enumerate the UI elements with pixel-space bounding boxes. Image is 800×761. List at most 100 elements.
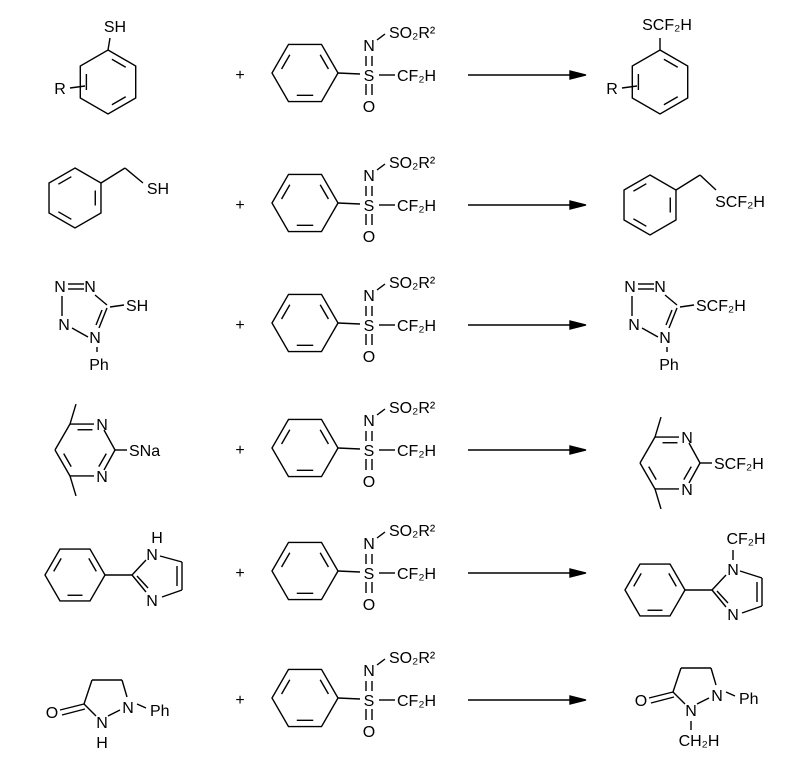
bond [107, 709, 121, 717]
arrow-head [569, 445, 587, 455]
nitrogen-label: N [58, 317, 70, 334]
plus-sign: + [235, 317, 244, 334]
plus-sign-5: + [235, 565, 244, 582]
bond [679, 304, 695, 308]
double-bond [280, 54, 291, 70]
sodium-thiolate-label: SNa [129, 443, 160, 460]
double-bond [663, 58, 679, 68]
bond [83, 679, 93, 705]
sulfur-label: S [364, 318, 375, 335]
double-bond [663, 96, 679, 106]
plus-sign: + [235, 197, 244, 214]
double-bond [280, 679, 291, 695]
bond [688, 462, 701, 484]
arrow-3 [468, 320, 587, 330]
oxygen-label: O [363, 99, 375, 116]
bond [98, 307, 108, 329]
benzene-ring [271, 43, 339, 103]
nitrogen-label: N [54, 279, 66, 296]
sulfonyl-label: SO₂R² [389, 523, 436, 540]
methyl-bond [654, 488, 662, 510]
double-bond [59, 703, 85, 711]
bond [376, 408, 386, 416]
plus-sign-1: + [235, 67, 244, 84]
bond [739, 570, 763, 579]
double-bond [319, 304, 330, 320]
nitrogen-label: N [659, 330, 671, 347]
double-bond [63, 453, 72, 467]
difluoromethyl-label: CF₂H [397, 566, 436, 583]
bond [672, 667, 682, 693]
oxygen-label: O [363, 474, 375, 491]
double-bond [280, 184, 291, 200]
methyl-bond [654, 416, 662, 438]
nitrogen-label: N [711, 688, 723, 705]
phenyl-label: Ph [739, 691, 759, 708]
difluoromethyl-label: CF₂H [397, 443, 436, 460]
nitrogen-label: N [654, 279, 666, 296]
double-bond [633, 573, 642, 587]
bond [639, 462, 656, 490]
thiol-label: SH [147, 181, 169, 198]
scf2h-label: SCF₂H [642, 17, 692, 34]
oxygen-label: O [363, 349, 375, 366]
bond [711, 589, 727, 608]
bond [710, 667, 717, 686]
double-bond [280, 429, 291, 445]
sulfur-label: S [364, 693, 375, 710]
phenyl-label: Ph [89, 357, 109, 374]
nitrogen-label: N [363, 413, 375, 430]
double-bond [633, 183, 647, 192]
bond [131, 559, 147, 576]
sulfonyl-label: SO₂R² [389, 650, 436, 667]
phenyl-label: Ph [150, 703, 170, 720]
arrow-head [569, 320, 587, 330]
bond [699, 174, 717, 191]
sulfur-label: S [364, 198, 375, 215]
arrow-head [569, 568, 587, 578]
bond [83, 703, 97, 717]
bond [100, 167, 126, 184]
benzene-ring [271, 418, 339, 478]
double-bond [683, 466, 692, 480]
nitrogen-label: N [727, 607, 739, 624]
difluoromethyl-label: CF₂H [397, 68, 436, 85]
oxygen-label: O [363, 597, 375, 614]
plus-sign: + [235, 67, 244, 84]
benzene-ring [623, 174, 677, 236]
bond [54, 449, 71, 477]
benzene-ring [48, 167, 102, 229]
double-bond [111, 58, 127, 68]
oxygen-label: O [46, 705, 58, 722]
double-bond [648, 466, 657, 480]
nitrogen-label: N [96, 417, 108, 434]
double-bond [650, 696, 675, 704]
row1-reactant-thiophenol: SHR [54, 19, 137, 115]
sulfur-label: S [364, 443, 375, 460]
plus-sign: + [235, 692, 244, 709]
cf2h-label: CF₂H [726, 531, 765, 548]
bond [376, 531, 386, 539]
oxygen-label: O [363, 229, 375, 246]
nitrogen-label: N [363, 168, 375, 185]
double-bond [61, 708, 86, 716]
double-bond [95, 309, 103, 326]
thiol-label: SH [126, 298, 148, 315]
ch2h-label: CH₂H [679, 733, 720, 750]
sulfonyl-label: SO₂R² [389, 275, 436, 292]
nitrogen-label: N [681, 430, 693, 447]
double-bond [668, 573, 677, 587]
bond [337, 570, 361, 573]
bond [69, 85, 86, 89]
benzene-ring [624, 563, 686, 617]
double-bond [58, 211, 72, 220]
nitrogen-label: N [122, 700, 134, 717]
difluoromethyl-label: CF₂H [397, 198, 436, 215]
bond [107, 37, 111, 51]
nitrogen-label: N [628, 317, 640, 334]
